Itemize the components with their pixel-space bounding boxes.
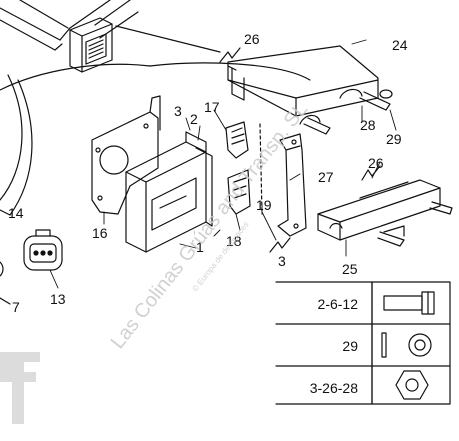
callout-1: 1 — [196, 239, 204, 255]
vertical-strap — [277, 133, 307, 237]
cab-module — [69, 17, 113, 73]
callout-25: 25 — [342, 261, 358, 277]
callout-27: 27 — [318, 169, 334, 185]
hex-nut-icon — [395, 370, 429, 400]
callout-17: 17 — [204, 99, 220, 115]
callout-2: 2 — [190, 111, 198, 127]
cab-frame — [0, 0, 139, 51]
callout-29: 29 — [386, 131, 402, 147]
dashboard-outline — [0, 25, 311, 216]
connector-18 — [227, 169, 251, 215]
leader-lines — [49, 39, 397, 289]
callout-18: 18 — [226, 233, 242, 249]
callouts: 26 24 3 2 17 28 29 26 27 19 14 16 18 1 3… — [8, 31, 408, 315]
callout-3b: 3 — [278, 253, 286, 269]
callout-7: 7 — [12, 299, 20, 315]
legend-text: 2-6-12 29 3-26-28 — [310, 296, 358, 396]
callout-16: 16 — [92, 225, 108, 241]
callout-26b: 26 — [368, 155, 384, 171]
mounting-plate — [91, 95, 161, 215]
top-bracket — [227, 45, 379, 125]
harness-fragments — [0, 209, 11, 305]
bracket-bolts — [303, 89, 393, 135]
lower-bracket — [317, 179, 453, 247]
connector-17 — [225, 121, 249, 159]
washer-icon — [381, 332, 432, 358]
callout-24: 24 — [392, 37, 408, 53]
cable-line — [259, 123, 263, 215]
plug-connector — [23, 229, 63, 271]
callout-14: 14 — [8, 205, 24, 221]
legend-ref-0: 2-6-12 — [318, 296, 359, 312]
callout-13: 13 — [50, 291, 66, 307]
callout-3a: 3 — [174, 103, 182, 119]
legend-table — [275, 281, 451, 405]
bolt-icon — [383, 291, 435, 315]
legend-ref-2: 3-26-28 — [310, 380, 358, 396]
callout-28: 28 — [360, 117, 376, 133]
ecu-box — [125, 131, 213, 253]
callout-19: 19 — [256, 197, 272, 213]
watermark-logo — [0, 352, 40, 424]
watermark: Las Colinas Grúas and Transp. SL © Europ… — [0, 99, 312, 424]
break-symbols — [219, 47, 381, 253]
legend-ref-1: 29 — [342, 338, 358, 354]
watermark-main: Las Colinas Grúas and Transp. SL — [107, 99, 313, 353]
callout-26a: 26 — [244, 31, 260, 47]
